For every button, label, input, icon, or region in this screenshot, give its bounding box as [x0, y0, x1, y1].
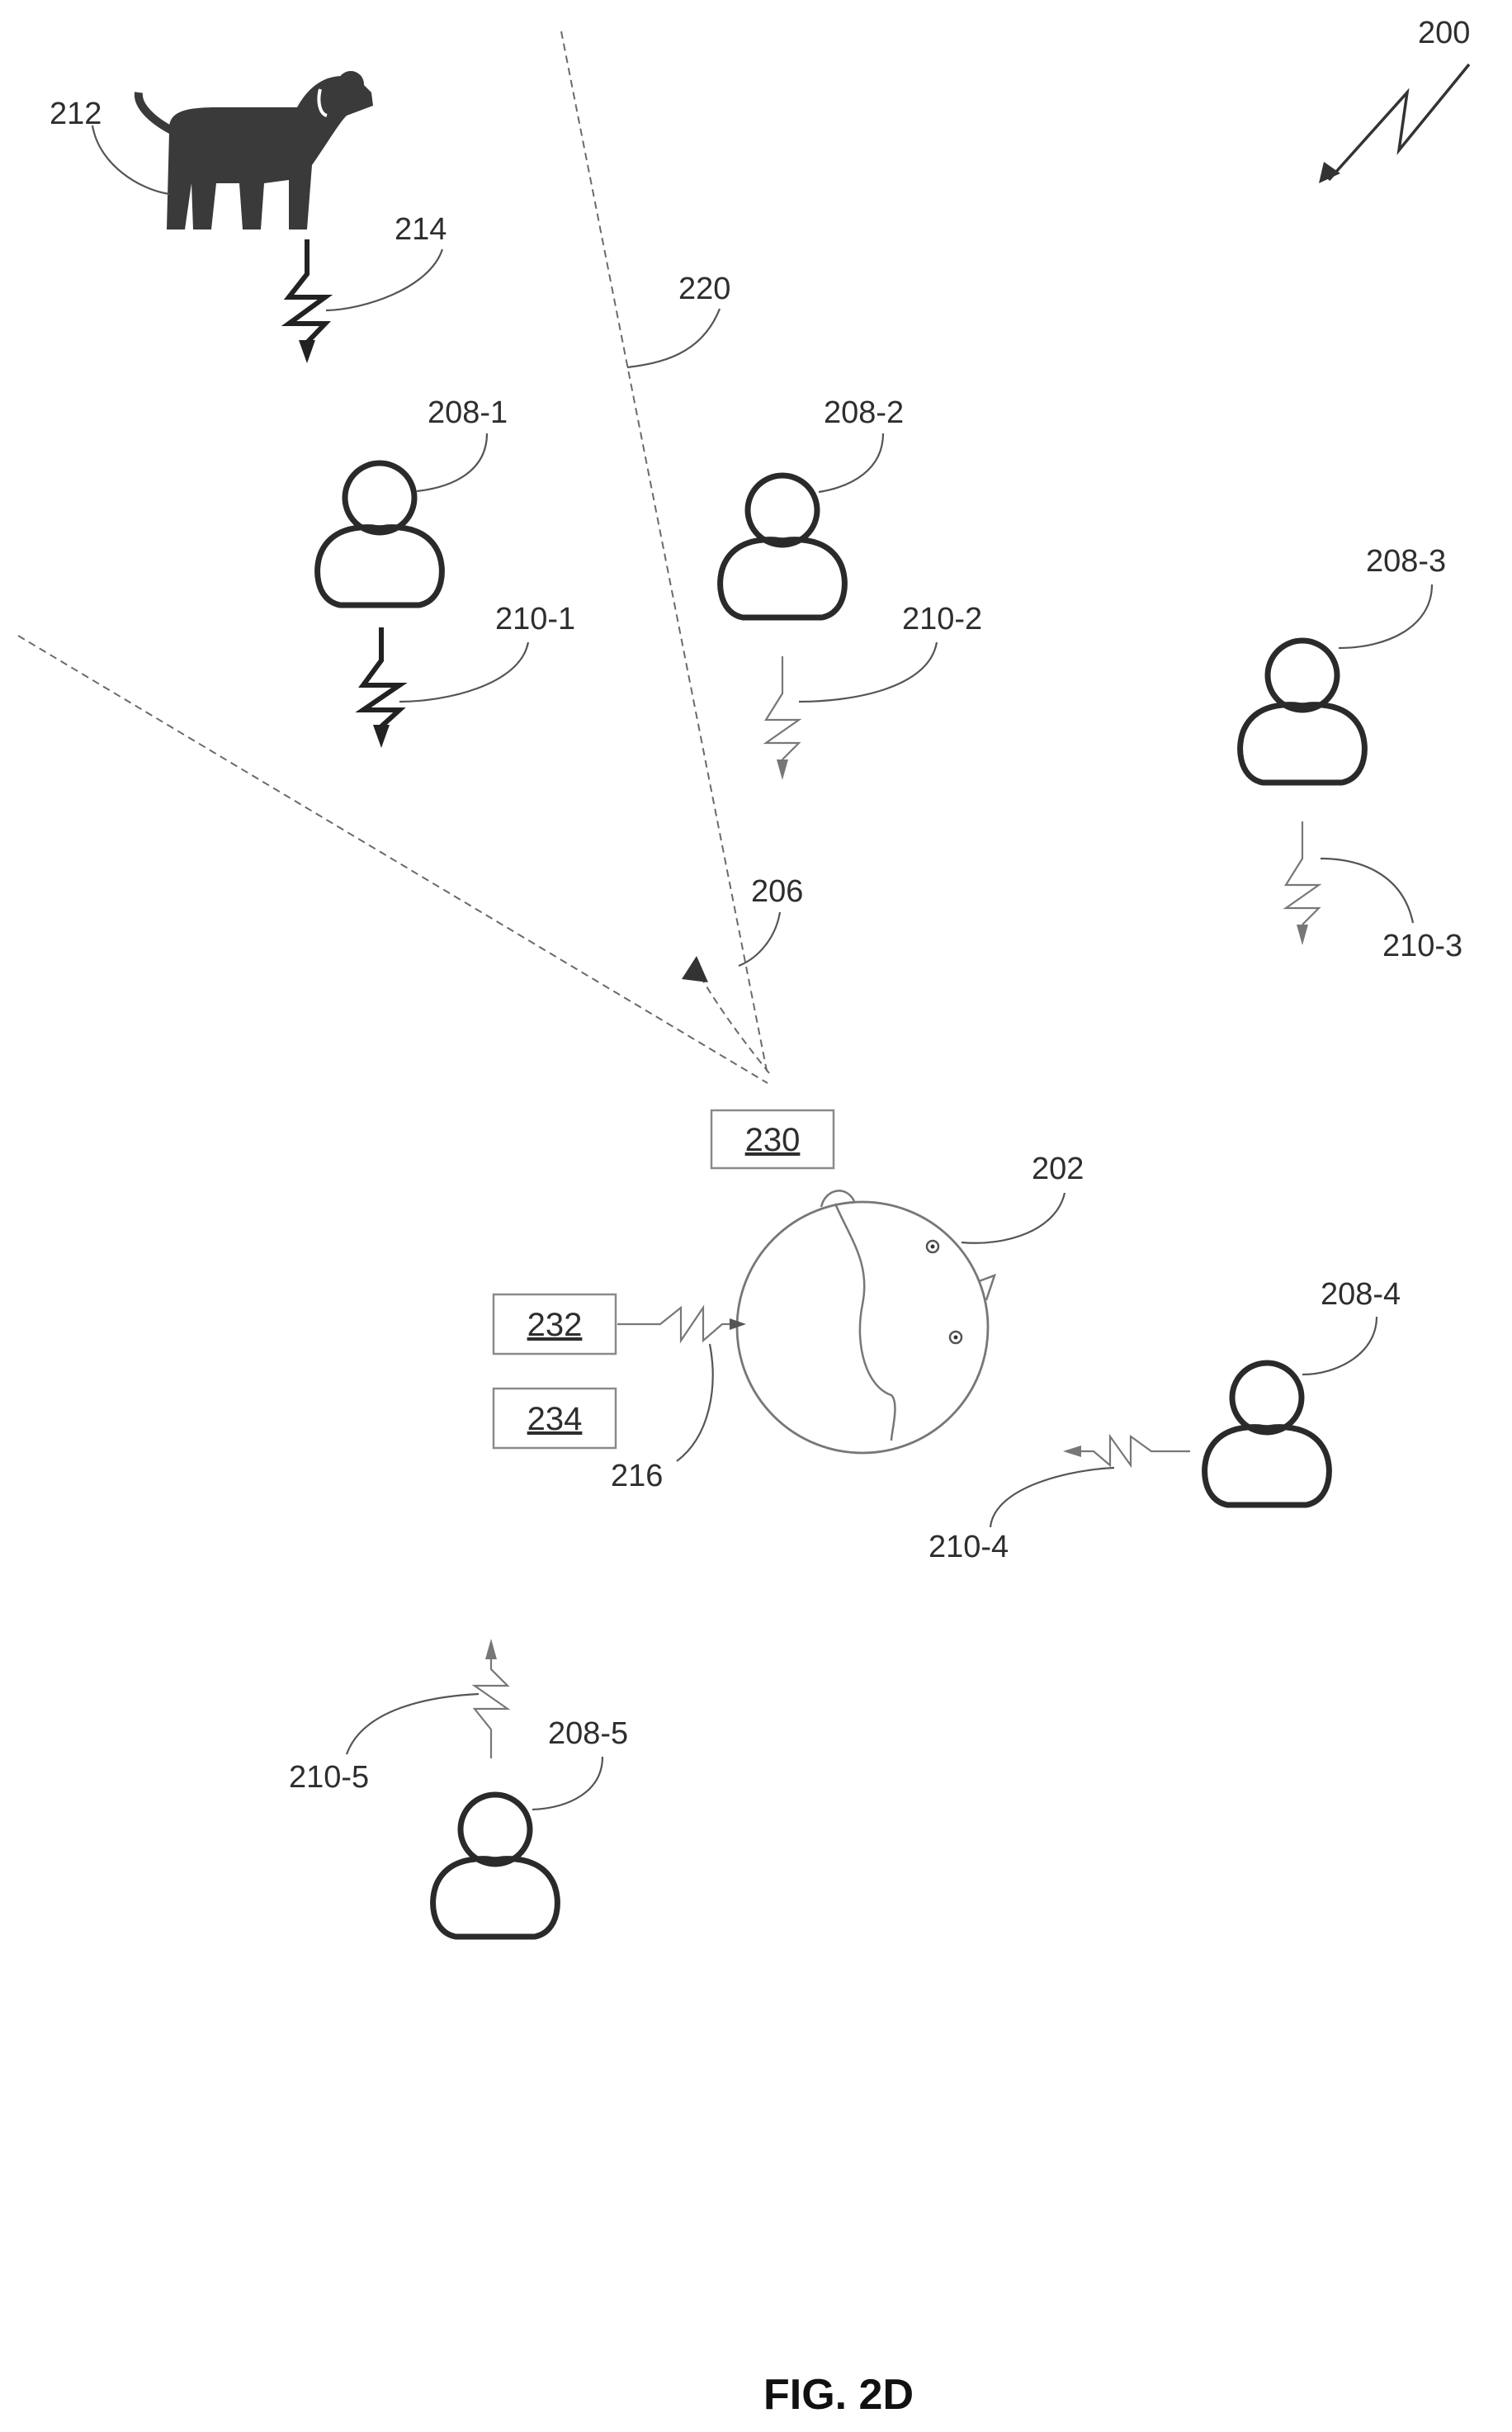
dog-sound-arrowhead — [299, 340, 315, 363]
sound-1-zigzag — [355, 627, 408, 729]
dog-sound-zigzag — [281, 239, 333, 345]
ref-200-arrowhead — [1319, 162, 1340, 183]
direction-label: 206 — [751, 874, 803, 909]
sound-5-leader — [345, 1692, 480, 1755]
dog-icon — [134, 71, 373, 229]
person-5-label: 208-5 — [548, 1716, 628, 1751]
box-234-label: 234 — [527, 1401, 583, 1437]
sound-5-zigzag — [471, 1659, 511, 1758]
person-3-icon — [1240, 641, 1365, 783]
device-sound-label: 216 — [611, 1459, 663, 1493]
sound-3-leader — [1320, 857, 1415, 924]
sound-3-arrowhead — [1297, 925, 1308, 945]
person-4-icon — [1205, 1363, 1330, 1505]
sound-2-zigzag — [763, 656, 802, 760]
boundary-leader — [626, 308, 721, 369]
sound-3-label: 210-3 — [1382, 929, 1462, 963]
sound-2-arrowhead — [777, 759, 788, 780]
box-232-label: 232 — [527, 1307, 583, 1343]
dog-label: 212 — [50, 97, 102, 131]
device-sound-leader — [676, 1343, 714, 1462]
person-1-icon — [318, 463, 442, 605]
person-4-leader — [1302, 1316, 1378, 1376]
person-1-label: 208-1 — [428, 395, 508, 430]
sound-3-zigzag — [1283, 821, 1322, 925]
sound-1-arrowhead — [373, 725, 390, 748]
sound-4-leader — [989, 1466, 1115, 1528]
sound-1-label: 210-1 — [495, 602, 575, 636]
sound-4-label: 210-4 — [928, 1530, 1009, 1564]
person-1-leader — [416, 433, 489, 493]
person-2-leader — [818, 433, 885, 494]
direction-leader — [738, 911, 782, 968]
person-2-icon — [721, 476, 845, 617]
sound-4-zigzag — [1081, 1433, 1190, 1469]
person-4-label: 208-4 — [1321, 1277, 1401, 1312]
ref-200-label: 200 — [1418, 16, 1470, 50]
dog-sound-leader — [325, 248, 444, 312]
person-3-leader — [1338, 584, 1434, 650]
device-leader — [961, 1192, 1066, 1244]
dog-leader — [91, 125, 170, 196]
sound-5-label: 210-5 — [289, 1760, 369, 1795]
box-230-label: 230 — [745, 1122, 801, 1158]
device-sound-zigzag — [617, 1304, 730, 1344]
person-2-label: 208-2 — [824, 395, 904, 430]
person-5-icon — [433, 1795, 558, 1937]
dog-sound-label: 214 — [395, 212, 447, 247]
sound-2-leader — [798, 641, 938, 703]
device-sound-arrowhead — [730, 1318, 746, 1330]
person-5-leader — [532, 1756, 604, 1811]
sound-2-label: 210-2 — [902, 602, 982, 636]
box-234 — [492, 1387, 617, 1450]
sound-1-leader — [399, 641, 530, 703]
figure-caption: FIG. 2D — [763, 2371, 914, 2419]
device-icon — [735, 1190, 997, 1455]
direction-arc — [697, 972, 770, 1074]
direction-arrowhead — [682, 956, 708, 982]
sound-5-arrowhead — [485, 1639, 497, 1659]
sound-4-arrowhead — [1063, 1445, 1081, 1457]
boundary-line-left — [17, 635, 768, 1084]
person-3-label: 208-3 — [1366, 544, 1446, 579]
box-232 — [492, 1293, 617, 1356]
box-230 — [710, 1109, 835, 1170]
boundary-label: 220 — [678, 272, 730, 306]
ref-200-arrow — [1327, 63, 1471, 182]
device-label: 202 — [1032, 1152, 1084, 1186]
boundary-line-right — [560, 31, 768, 1076]
